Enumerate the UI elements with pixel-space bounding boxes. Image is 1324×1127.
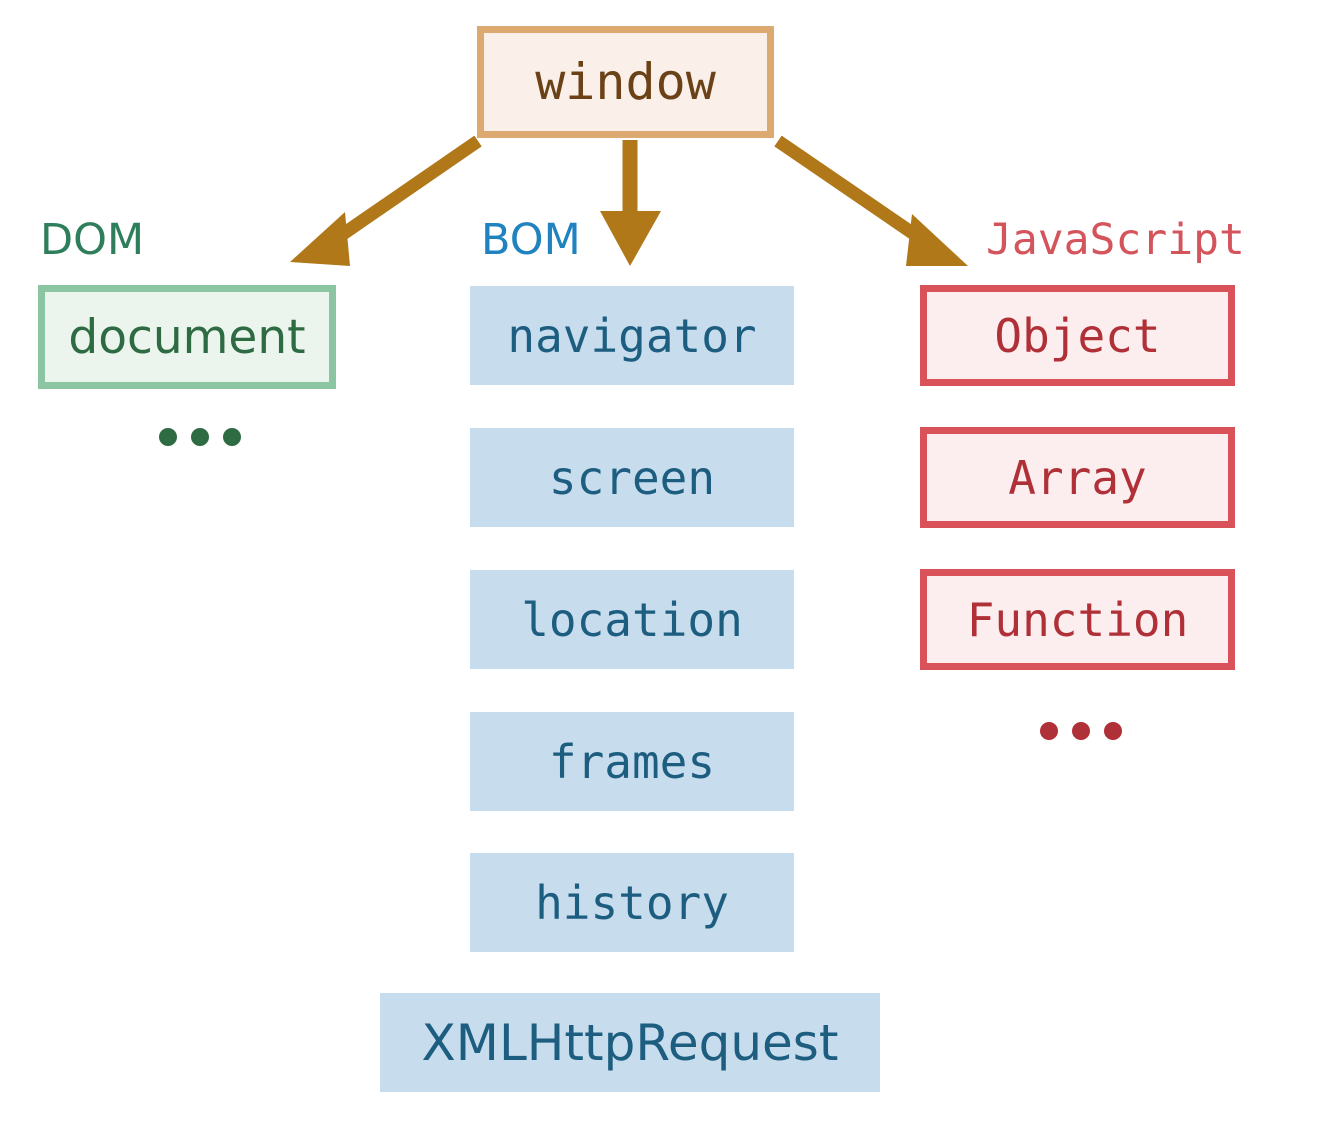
dom-ellipsis-icon [159,428,241,446]
javascript-ellipsis-icon [1040,722,1122,740]
arrow-window-to-bom [600,140,661,266]
column-header-javascript: JavaScript [986,215,1245,265]
node-window[interactable]: window [477,26,774,138]
node-history[interactable]: history [470,853,794,952]
node-document[interactable]: document [38,285,336,389]
node-location[interactable]: location [470,570,794,669]
node-screen[interactable]: screen [470,428,794,527]
column-header-dom: DOM [40,215,145,265]
arrow-window-to-javascript [774,135,968,266]
arrow-window-to-dom [290,135,482,266]
node-xmlhttprequest[interactable]: XMLHttpRequest [380,993,880,1092]
node-navigator[interactable]: navigator [470,286,794,385]
node-frames[interactable]: frames [470,712,794,811]
node-function[interactable]: Function [920,569,1235,670]
column-header-bom: BOM [481,215,581,265]
node-object[interactable]: Object [920,285,1235,386]
node-array[interactable]: Array [920,427,1235,528]
